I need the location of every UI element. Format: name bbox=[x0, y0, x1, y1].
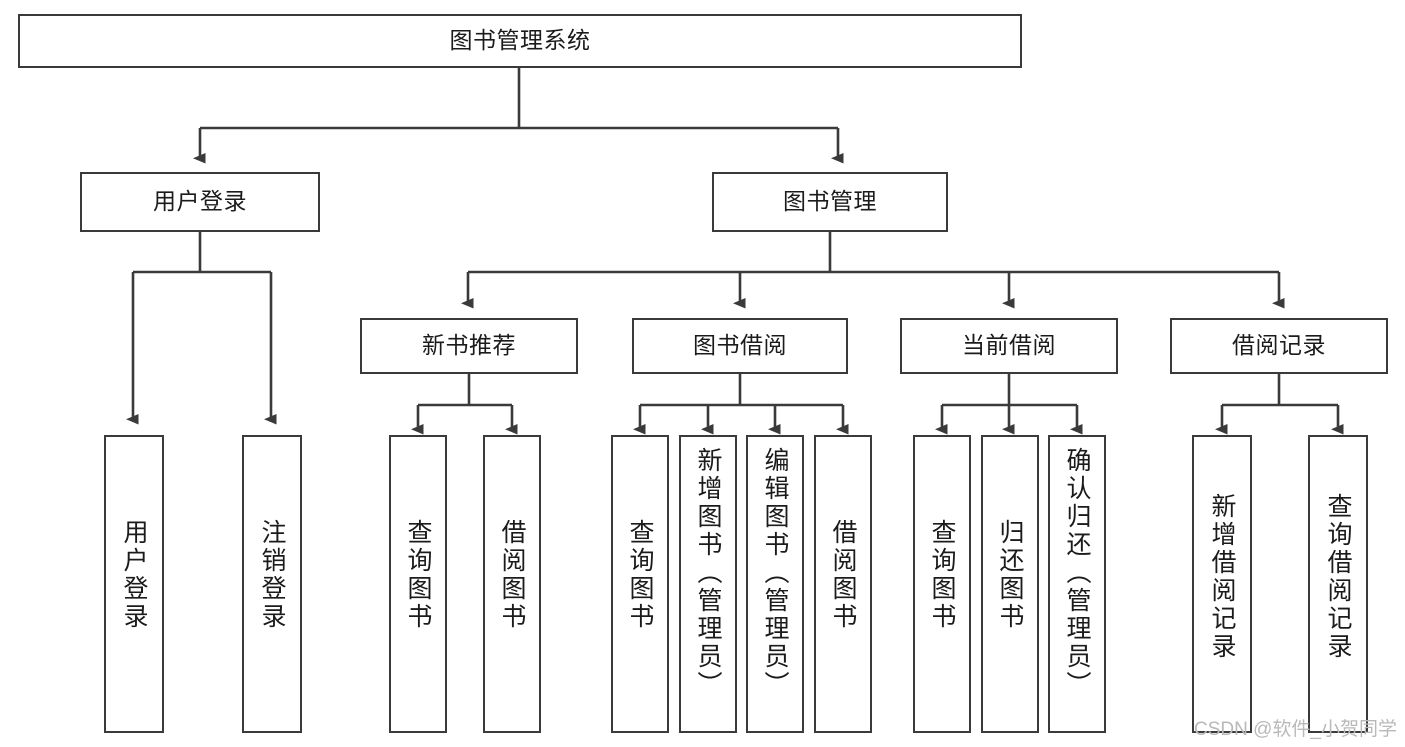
node-new-book-recommend[interactable]: 新书推荐 bbox=[360, 318, 578, 374]
node-leaf-query-borrow-record[interactable]: 查询借阅记录 bbox=[1308, 435, 1368, 733]
node-leaf-query-book-3[interactable]: 查询图书 bbox=[913, 435, 971, 733]
node-user-login[interactable]: 用户登录 bbox=[80, 172, 320, 232]
node-label: 用户登录 bbox=[120, 519, 148, 631]
node-label: 编辑图书（管理员） bbox=[761, 447, 789, 699]
node-book-borrow[interactable]: 图书借阅 bbox=[632, 318, 848, 374]
node-label: 借阅记录 bbox=[1232, 332, 1326, 359]
node-label: 查询图书 bbox=[626, 519, 654, 631]
node-label: 新书推荐 bbox=[422, 332, 516, 359]
node-label: 归还图书 bbox=[996, 519, 1024, 631]
node-label: 查询图书 bbox=[928, 519, 956, 631]
node-label: 查询借阅记录 bbox=[1324, 493, 1352, 661]
node-leaf-query-book-1[interactable]: 查询图书 bbox=[389, 435, 447, 733]
node-label: 图书管理 bbox=[783, 188, 877, 215]
node-label: 图书管理系统 bbox=[449, 27, 591, 54]
node-leaf-add-borrow-record[interactable]: 新增借阅记录 bbox=[1192, 435, 1252, 733]
node-label: 新增图书（管理员） bbox=[694, 447, 722, 699]
node-leaf-confirm-return-admin[interactable]: 确认归还（管理员） bbox=[1048, 435, 1106, 733]
node-root-system[interactable]: 图书管理系统 bbox=[18, 14, 1022, 68]
node-leaf-query-book-2[interactable]: 查询图书 bbox=[611, 435, 669, 733]
node-leaf-edit-book-admin[interactable]: 编辑图书（管理员） bbox=[746, 435, 804, 733]
node-label: 借阅图书 bbox=[498, 519, 526, 631]
node-leaf-borrow-book-1[interactable]: 借阅图书 bbox=[483, 435, 541, 733]
watermark-text: CSDN @软件_小贺同学 bbox=[1194, 719, 1397, 740]
node-leaf-borrow-book-2[interactable]: 借阅图书 bbox=[814, 435, 872, 733]
node-leaf-add-book-admin[interactable]: 新增图书（管理员） bbox=[679, 435, 737, 733]
node-label: 图书借阅 bbox=[693, 332, 787, 359]
node-label: 确认归还（管理员） bbox=[1063, 447, 1091, 699]
node-label: 借阅图书 bbox=[829, 519, 857, 631]
node-label: 查询图书 bbox=[404, 519, 432, 631]
node-leaf-user-login[interactable]: 用户登录 bbox=[104, 435, 164, 733]
node-label: 注销登录 bbox=[258, 519, 286, 631]
node-book-manage[interactable]: 图书管理 bbox=[712, 172, 948, 232]
node-borrow-record[interactable]: 借阅记录 bbox=[1170, 318, 1388, 374]
node-current-borrow[interactable]: 当前借阅 bbox=[900, 318, 1118, 374]
node-label: 当前借阅 bbox=[962, 332, 1056, 359]
node-leaf-return-book[interactable]: 归还图书 bbox=[981, 435, 1039, 733]
node-label: 新增借阅记录 bbox=[1208, 493, 1236, 661]
node-label: 用户登录 bbox=[153, 188, 247, 215]
node-leaf-logout-login[interactable]: 注销登录 bbox=[242, 435, 302, 733]
